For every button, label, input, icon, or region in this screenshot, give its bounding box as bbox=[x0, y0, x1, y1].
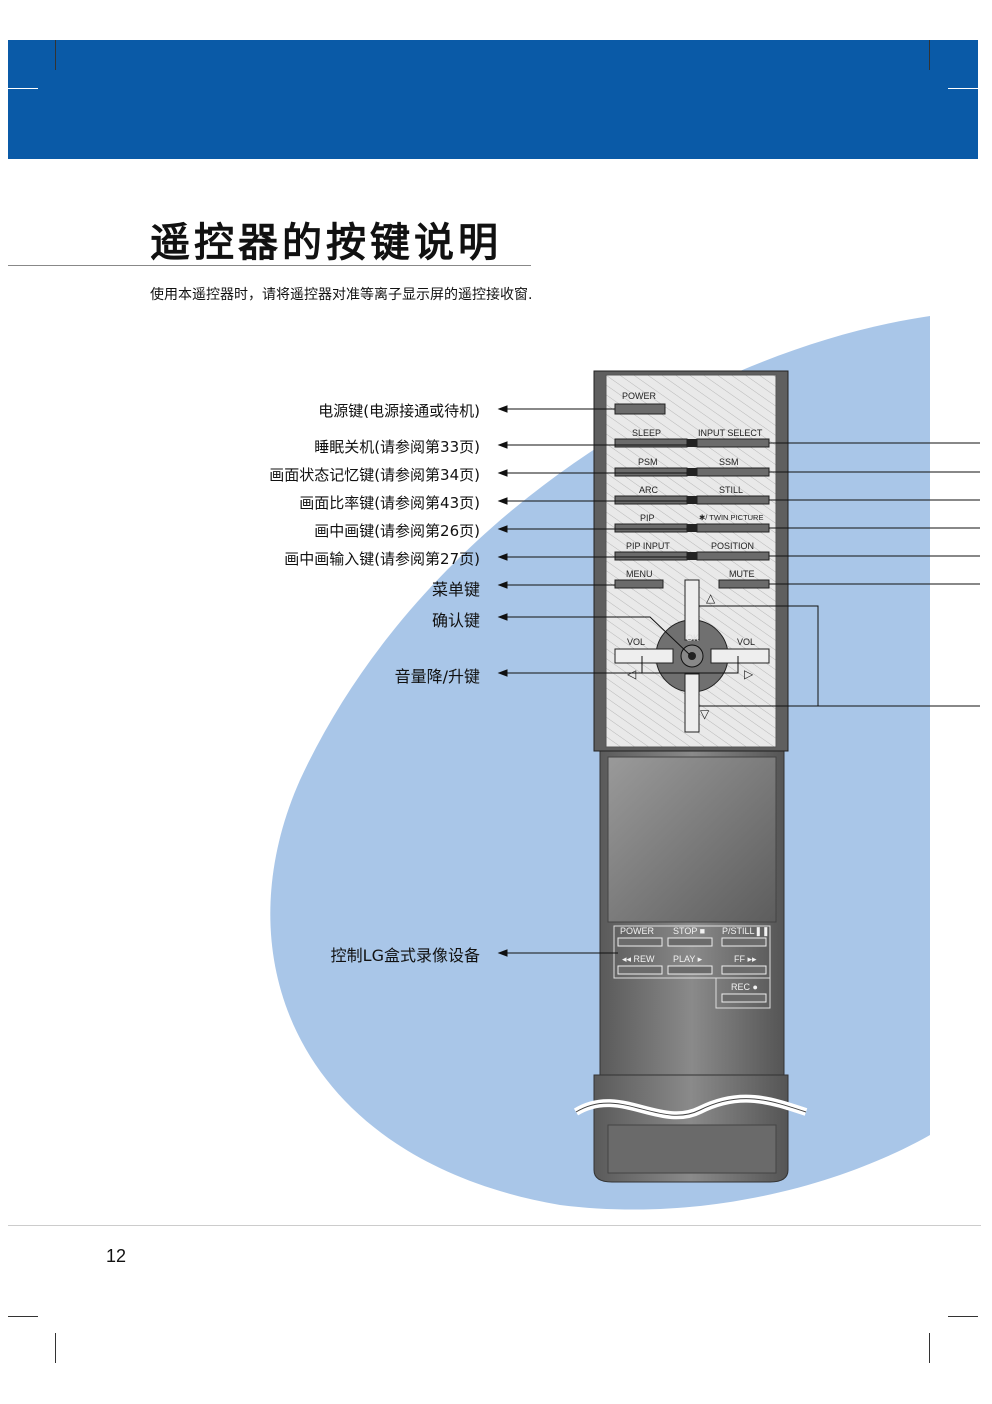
vcr-play-button[interactable]: PLAY ▸ bbox=[673, 954, 703, 964]
mute-button[interactable]: MUTE bbox=[729, 569, 755, 579]
crop-mark bbox=[929, 1333, 930, 1363]
page-number: 12 bbox=[106, 1246, 127, 1266]
menu-button[interactable]: MENU bbox=[626, 569, 653, 579]
svg-text:◁: ◁ bbox=[626, 667, 636, 681]
header-banner bbox=[8, 40, 978, 159]
callout-vcr: 控制LG盒式录像设备 bbox=[330, 946, 480, 965]
vcr-power-button[interactable]: POWER bbox=[620, 926, 655, 936]
psm-button[interactable]: PSM bbox=[638, 457, 658, 467]
title-divider bbox=[8, 265, 531, 266]
callout-power: 电源键(电源接通或待机) bbox=[318, 402, 480, 420]
ssm-button[interactable]: SSM bbox=[719, 457, 739, 467]
still-button[interactable]: STILL bbox=[719, 485, 744, 495]
callout-pip: 画中画键(请参阅第26页) bbox=[314, 522, 480, 540]
power-button[interactable]: POWER bbox=[622, 391, 657, 401]
page-title: 遥控器的按键说明 bbox=[150, 220, 502, 266]
callout-volume: 音量降/升键 bbox=[394, 667, 480, 686]
callout-pip-input: 画中画输入键(请参阅第27页) bbox=[284, 550, 480, 568]
vol-up-button[interactable]: VOL bbox=[737, 637, 756, 647]
callout-psm: 画面状态记忆键(请参阅第34页) bbox=[269, 466, 480, 484]
svg-text:△: △ bbox=[706, 591, 716, 605]
arc-button[interactable]: ARC bbox=[639, 485, 659, 495]
position-button[interactable]: POSITION bbox=[711, 541, 755, 551]
svg-text:▷: ▷ bbox=[744, 667, 754, 681]
vcr-rewind-button[interactable]: ◂◂ REW bbox=[622, 954, 655, 964]
callout-sleep: 睡眠关机(请参阅第33页) bbox=[314, 438, 480, 456]
vcr-stop-button[interactable]: STOP ■ bbox=[673, 926, 706, 936]
crop-mark bbox=[55, 1333, 56, 1363]
intro-text: 使用本遥控器时，请将遥控器对准等离子显示屏的遥控接收窗. bbox=[150, 287, 533, 303]
footer-divider bbox=[8, 1225, 981, 1226]
vcr-fast-forward-button[interactable]: FF ▸▸ bbox=[734, 954, 757, 964]
crop-mark bbox=[948, 88, 978, 89]
twin-picture-button[interactable]: ✱/ TWIN PICTURE bbox=[699, 513, 764, 522]
crop-mark bbox=[929, 40, 930, 70]
input-select-button[interactable]: INPUT SELECT bbox=[698, 428, 763, 438]
sleep-button[interactable]: SLEEP bbox=[632, 428, 662, 438]
ok-button[interactable]: OK bbox=[686, 633, 700, 643]
vcr-panel bbox=[613, 925, 771, 979]
vcr-pause-still-button[interactable]: P/STILL❚❚ bbox=[722, 926, 770, 936]
vol-down-button[interactable]: VOL bbox=[627, 637, 646, 647]
callout-ok: 确认键 bbox=[431, 611, 480, 630]
crop-mark bbox=[8, 1316, 38, 1317]
pip-button[interactable]: PIP bbox=[640, 513, 655, 523]
pip-input-button[interactable]: PIP INPUT bbox=[626, 541, 670, 551]
callout-arc: 画面比率键(请参阅第43页) bbox=[299, 494, 480, 512]
crop-mark bbox=[8, 88, 38, 89]
callout-menu: 菜单键 bbox=[431, 580, 480, 599]
svg-text:▽: ▽ bbox=[700, 707, 710, 721]
vcr-record-button[interactable]: REC ● bbox=[731, 982, 758, 992]
crop-mark bbox=[55, 40, 56, 70]
crop-mark bbox=[948, 1316, 978, 1317]
